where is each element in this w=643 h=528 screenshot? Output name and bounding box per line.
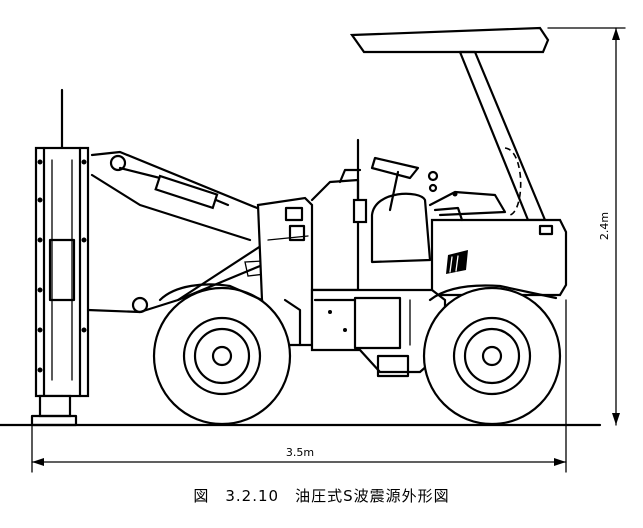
- chassis: [283, 288, 447, 378]
- canopy-roof: [349, 26, 550, 222]
- height-dimension: 2.4m: [547, 27, 626, 426]
- width-label: 3.5m: [286, 446, 314, 459]
- rear-body: [430, 206, 568, 297]
- rear-wheel: [422, 284, 562, 426]
- height-label: 2.4m: [598, 212, 611, 240]
- figure-caption: 図 3.2.10 油圧式S波震源外形図: [193, 487, 450, 505]
- loader-arm: [86, 150, 290, 314]
- width-dimension: 3.5m: [31, 299, 567, 473]
- front-wheel: [152, 283, 292, 426]
- vibrator-mast: [30, 88, 90, 427]
- operator-cab: [310, 138, 507, 292]
